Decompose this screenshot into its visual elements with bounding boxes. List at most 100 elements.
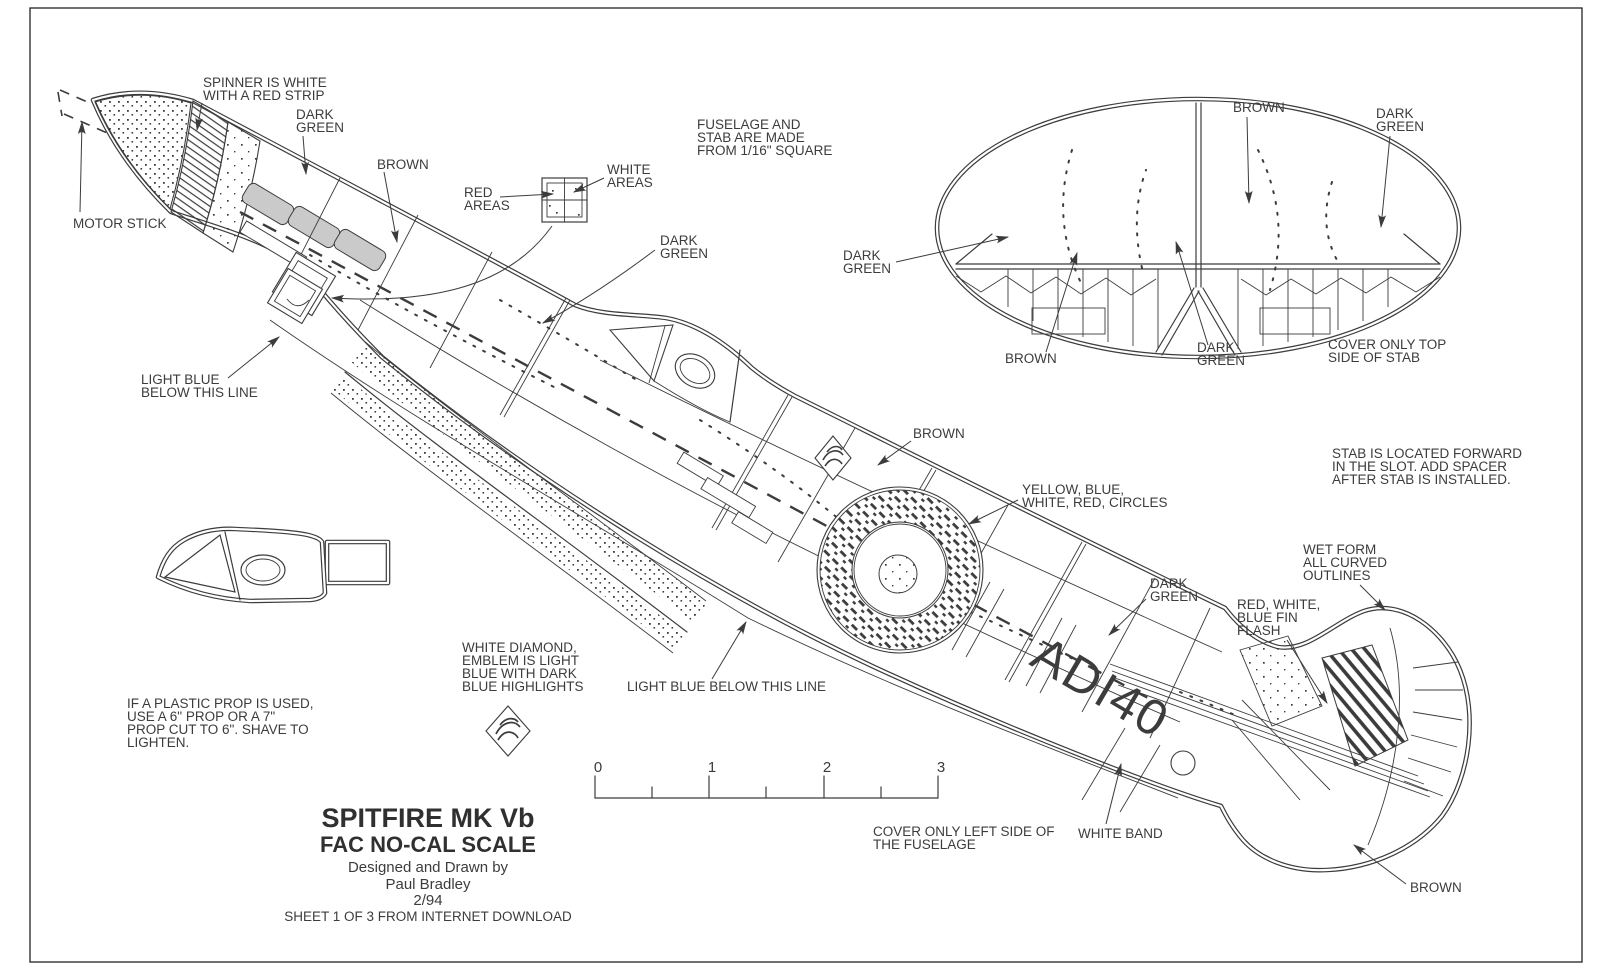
leader-stab-dark-green-right xyxy=(1378,135,1391,229)
stab-slot-note: AFTER STAB IS INSTALLED. xyxy=(1332,472,1511,487)
leader-spinner xyxy=(195,102,204,132)
stab-slot-note: IN THE SLOT. ADD SPACER xyxy=(1332,459,1507,474)
stab-cover-note: SIDE OF STAB xyxy=(1328,350,1420,365)
brown-mid-label: BROWN xyxy=(913,426,965,441)
leader-wet-form xyxy=(1359,584,1386,611)
cover-fuselage-note: THE FUSELAGE xyxy=(873,837,976,852)
raf-roundel xyxy=(816,486,984,654)
leader-dark-green-nose xyxy=(301,135,309,176)
roundel-note: WHITE, RED, CIRCLES xyxy=(1022,495,1168,510)
light-blue-boundary-line xyxy=(269,319,1179,799)
brown-tail-label: BROWN xyxy=(1410,880,1462,895)
eagle-icon xyxy=(822,445,844,467)
annotations: SPINNER IS WHITE WITH A RED STRIP DARK G… xyxy=(73,75,1522,895)
leader-red-areas xyxy=(499,190,555,199)
stab-ribs xyxy=(955,269,1441,349)
stab-center-spar xyxy=(1195,102,1202,288)
white-areas-label: AREAS xyxy=(607,175,653,190)
tail-opening xyxy=(1170,750,1196,776)
dark-green-mid-label: GREEN xyxy=(660,246,708,261)
canopy-template xyxy=(155,526,391,604)
leader-stab-dark-green-left xyxy=(895,235,1010,263)
leader-roundel xyxy=(967,499,1019,525)
light-blue-bottom-label: LIGHT BLUE BELOW THIS LINE xyxy=(627,679,826,694)
canopy-windscreen xyxy=(163,533,236,593)
stab-dark-green-bottom-label: GREEN xyxy=(1197,353,1245,368)
leader-white-areas xyxy=(572,177,605,193)
leader-stab-brown-bottom xyxy=(1045,251,1078,353)
ruler-tick-0: 0 xyxy=(594,759,602,776)
leader-brown-mid xyxy=(877,440,912,466)
squadron-diamond-emblem xyxy=(814,435,852,481)
cover-fuselage-note: COVER ONLY LEFT SIDE OF xyxy=(873,824,1055,839)
leader-brown-tail xyxy=(1353,844,1407,885)
dark-green-nose-label: DARK xyxy=(296,107,334,122)
leader-stab-brown-top xyxy=(1244,116,1253,205)
leader-light-blue-bottom xyxy=(711,620,747,680)
stab-camo-dotted xyxy=(1062,149,1339,291)
fuselage-side-view: ADI40 xyxy=(57,89,1472,873)
white-band-label: WHITE BAND xyxy=(1078,826,1163,841)
spinner xyxy=(94,94,261,253)
stab-slot-note: STAB IS LOCATED FORWARD xyxy=(1332,446,1522,461)
ruler-tick-2: 2 xyxy=(823,759,831,776)
spinner-note: SPINNER IS WHITE xyxy=(203,75,327,90)
stab-dark-green-left-label: GREEN xyxy=(843,261,891,276)
white-areas-label: WHITE xyxy=(607,162,651,177)
stab-brown-bottom-label: BROWN xyxy=(1005,351,1057,366)
stab-brown-top-label: BROWN xyxy=(1233,100,1285,115)
spinner-note: WITH A RED STRIP xyxy=(203,88,325,103)
stab-main-spar xyxy=(955,263,1441,270)
red-areas-label: AREAS xyxy=(464,198,510,213)
light-blue-left-label: BELOW THIS LINE xyxy=(141,385,258,400)
leader-square-to-nose xyxy=(330,225,553,303)
eagle-icon xyxy=(495,717,521,741)
diamond-note: BLUE WITH DARK xyxy=(462,666,577,681)
prop-note: LIGHTEN. xyxy=(127,735,189,750)
roundel-note: YELLOW, BLUE, xyxy=(1022,482,1124,497)
scale-ruler: 0 1 2 3 xyxy=(594,759,945,799)
leader-dark-green-mid xyxy=(541,249,656,324)
diamond-emblem-legend xyxy=(485,705,531,757)
red-areas-label: RED xyxy=(464,185,493,200)
dark-green-mid-label: DARK xyxy=(660,233,698,248)
stab-center-notch xyxy=(1155,287,1242,356)
diamond-note: WHITE DIAMOND, xyxy=(462,640,577,655)
fuselage-note: STAB ARE MADE xyxy=(697,130,805,145)
ruler-tick-1: 1 xyxy=(708,759,716,776)
dark-green-tail-label: GREEN xyxy=(1150,589,1198,604)
leader-stab-dark-green-bottom xyxy=(1175,240,1209,346)
leader-light-blue-left xyxy=(227,336,280,379)
stab-cover-note: COVER ONLY TOP xyxy=(1328,337,1446,352)
stab-dark-green-right-label: DARK xyxy=(1376,106,1414,121)
canopy-window xyxy=(674,353,716,389)
leader-dark-green-tail xyxy=(1108,598,1147,636)
title-block: SPITFIRE MK Vb FAC NO-CAL SCALE Designed… xyxy=(284,803,572,924)
cockpit-floor-details xyxy=(676,451,774,545)
fin-flash xyxy=(1321,644,1409,767)
diamond-note: EMBLEM IS LIGHT xyxy=(462,653,579,668)
credit-line: Designed and Drawn by xyxy=(348,859,509,876)
fin-flash-note: FLASH xyxy=(1237,623,1281,638)
stab-dark-green-bottom-label: DARK xyxy=(1197,340,1235,355)
cockpit-canopy xyxy=(608,324,741,423)
thrust-line xyxy=(239,210,1149,700)
wet-form-note: ALL CURVED xyxy=(1303,555,1387,570)
page-border xyxy=(29,7,1583,963)
dark-green-tail-label: DARK xyxy=(1150,576,1188,591)
fuselage-note: FROM 1/16" SQUARE xyxy=(697,143,832,158)
ruler-tick-3: 3 xyxy=(937,759,945,776)
stab-dark-green-right-label: GREEN xyxy=(1376,119,1424,134)
prop-note: IF A PLASTIC PROP IS USED, xyxy=(127,696,314,711)
designer-name: Paul Bradley xyxy=(385,876,471,893)
fin-flash-note: BLUE FIN xyxy=(1237,610,1298,625)
nose-detail-squares xyxy=(239,220,337,325)
fin-leading-edge-stipple xyxy=(1239,635,1323,727)
wet-form-note: WET FORM xyxy=(1303,542,1376,557)
legend-square-symbol xyxy=(541,177,588,223)
leader-fin-flash xyxy=(1286,639,1328,704)
diamond-note: BLUE HIGHLIGHTS xyxy=(462,679,584,694)
light-blue-left-label: LIGHT BLUE xyxy=(141,372,220,387)
